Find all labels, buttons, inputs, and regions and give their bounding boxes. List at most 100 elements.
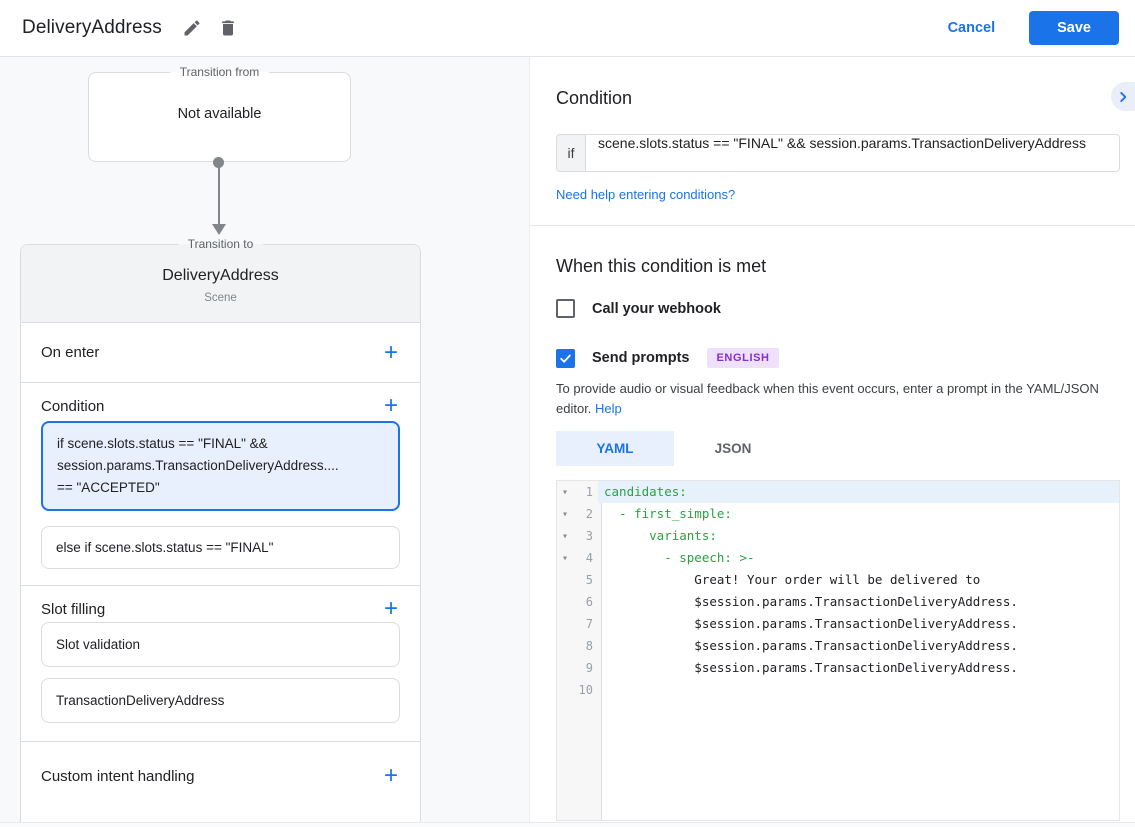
condition-help-link[interactable]: Need help entering conditions? (556, 187, 736, 202)
pencil-icon (182, 18, 202, 38)
line-number: 10 (578, 683, 593, 697)
page-title: DeliveryAddress (22, 17, 162, 38)
tab-json[interactable]: JSON (714, 441, 752, 456)
section-slot-filling: Slot filling + Slot validation Transacti… (21, 586, 420, 742)
fold-arrow-icon[interactable]: ▾ (561, 486, 569, 498)
line-number: 2 (585, 507, 593, 521)
on-enter-label: On enter (41, 344, 100, 361)
transition-from-label: Transition from (169, 65, 270, 79)
custom-intent-label: Custom intent handling (41, 767, 195, 785)
cancel-button[interactable]: Cancel (932, 12, 1012, 44)
add-custom-intent-button[interactable]: + (383, 762, 398, 789)
code-text: candidates: (598, 481, 1119, 503)
code-line: ▾ 2 - first_simple: (557, 503, 1119, 525)
editor-format-tabs: YAML JSON (556, 431, 792, 466)
top-bar: DeliveryAddress Cancel Save (0, 0, 1135, 57)
checkmark-icon (559, 352, 572, 365)
condition-met-heading: When this condition is met (556, 256, 767, 276)
send-prompts-label: Send prompts (592, 350, 690, 366)
line-number: 1 (585, 485, 593, 499)
line-number: 8 (585, 639, 593, 653)
yaml-code-editor[interactable]: ▾ 1 candidates: ▾ 2 - first_simple: ▾ 3 … (556, 480, 1120, 821)
call-webhook-label: Call your webhook (592, 300, 721, 317)
save-button[interactable]: Save (1029, 11, 1119, 45)
transition-to-label: Transition to (177, 237, 264, 251)
call-webhook-checkbox[interactable] (556, 299, 575, 318)
condition-section-label: Condition (41, 397, 105, 415)
code-text: - speech: >- (604, 550, 755, 565)
slot-transaction-card[interactable]: TransactionDeliveryAddress (41, 678, 400, 723)
slot-filling-label: Slot filling (41, 600, 106, 618)
webhook-option-row: Call your webhook (556, 299, 721, 318)
fold-arrow-icon[interactable]: ▾ (561, 508, 569, 520)
code-text: $session.params.TransactionDeliveryAddre… (604, 594, 1018, 609)
condition-expression-input[interactable]: scene.slots.status == "FINAL" && session… (585, 134, 1120, 172)
send-prompts-checkbox[interactable] (556, 348, 575, 368)
delete-scene-button[interactable] (210, 10, 246, 46)
code-line: 6 $session.params.TransactionDeliveryAdd… (557, 591, 1119, 613)
help-link[interactable]: Help (595, 401, 622, 416)
editor-gutter (557, 481, 602, 820)
code-text: $session.params.TransactionDeliveryAddre… (604, 660, 1018, 675)
code-line: 5 Great! Your order will be delivered to (557, 569, 1119, 591)
line-number: 5 (585, 573, 593, 587)
line-number: 6 (585, 595, 593, 609)
code-line: 8 $session.params.TransactionDeliveryAdd… (557, 635, 1119, 657)
code-line: ▾ 1 candidates: (557, 481, 1119, 503)
code-text: - first_simple: (604, 506, 732, 521)
code-line: ▾ 3 variants: (557, 525, 1119, 547)
edit-scene-button[interactable] (174, 10, 210, 46)
line-number: 3 (585, 529, 593, 543)
add-condition-button[interactable]: + (383, 392, 398, 419)
code-text: variants: (604, 528, 717, 543)
line-number: 7 (585, 617, 593, 631)
add-slot-button[interactable]: + (383, 595, 398, 622)
add-on-enter-button[interactable]: + (383, 338, 398, 366)
prompt-description: To provide audio or visual feedback when… (556, 379, 1118, 419)
condition-card-selected[interactable]: if scene.slots.status == "FINAL" && sess… (41, 421, 400, 511)
condition-detail-panel: Condition if scene.slots.status == "FINA… (530, 57, 1135, 827)
horizontal-scrollbar-track[interactable] (0, 822, 1135, 827)
section-on-enter: On enter + (21, 323, 420, 383)
fold-arrow-icon[interactable]: ▾ (561, 552, 569, 564)
scene-card-header: Transition to DeliveryAddress Scene (21, 237, 420, 323)
panel-divider (530, 225, 1135, 226)
collapse-panel-button[interactable] (1111, 82, 1135, 111)
scene-card: Transition to DeliveryAddress Scene On e… (20, 237, 421, 827)
trash-icon (218, 18, 238, 38)
condition-expression-row: if scene.slots.status == "FINAL" && sess… (556, 134, 1120, 172)
condition-heading: Condition (556, 88, 633, 108)
slot-validation-card[interactable]: Slot validation (41, 622, 400, 667)
code-line: 9 $session.params.TransactionDeliveryAdd… (557, 657, 1119, 679)
main-area: Transition from Not available Transition… (0, 57, 1135, 827)
connector-arrowhead (212, 224, 226, 235)
condition-line: if scene.slots.status == "FINAL" && (57, 436, 268, 451)
line-number: 4 (585, 551, 593, 565)
scene-type-label: Scene (204, 292, 237, 304)
section-condition: Condition + if scene.slots.status == "FI… (21, 383, 420, 586)
code-line: ▾ 4 - speech: >- (557, 547, 1119, 569)
code-line: 10 (557, 679, 1119, 701)
code-line: 7 $session.params.TransactionDeliveryAdd… (557, 613, 1119, 635)
tab-yaml[interactable]: YAML (556, 431, 674, 466)
code-text: $session.params.TransactionDeliveryAddre… (604, 616, 1018, 631)
condition-line: session.params.TransactionDeliveryAddres… (57, 458, 339, 473)
language-badge: ENGLISH (707, 348, 779, 368)
code-text: Great! Your order will be delivered to (604, 572, 981, 587)
fold-arrow-icon[interactable]: ▾ (561, 530, 569, 542)
description-text: To provide audio or visual feedback when… (556, 381, 1099, 416)
section-custom-intent: Custom intent handling + (21, 742, 420, 802)
code-text (598, 679, 1119, 701)
condition-card-else[interactable]: else if scene.slots.status == "FINAL" (41, 526, 400, 569)
connector-line (218, 162, 220, 224)
code-text: $session.params.TransactionDeliveryAddre… (604, 638, 1018, 653)
prompts-option-row: Send prompts ENGLISH (556, 348, 779, 368)
transition-from-value: Not available (177, 106, 262, 122)
condition-line: == "ACCEPTED" (57, 480, 160, 495)
scene-name: DeliveryAddress (162, 267, 279, 284)
chevron-right-icon (1116, 90, 1130, 104)
scene-graph-canvas: Transition from Not available Transition… (0, 57, 530, 827)
transition-from-box: Transition from Not available (88, 65, 351, 162)
if-prefix-label: if (556, 134, 585, 172)
line-number: 9 (585, 661, 593, 675)
